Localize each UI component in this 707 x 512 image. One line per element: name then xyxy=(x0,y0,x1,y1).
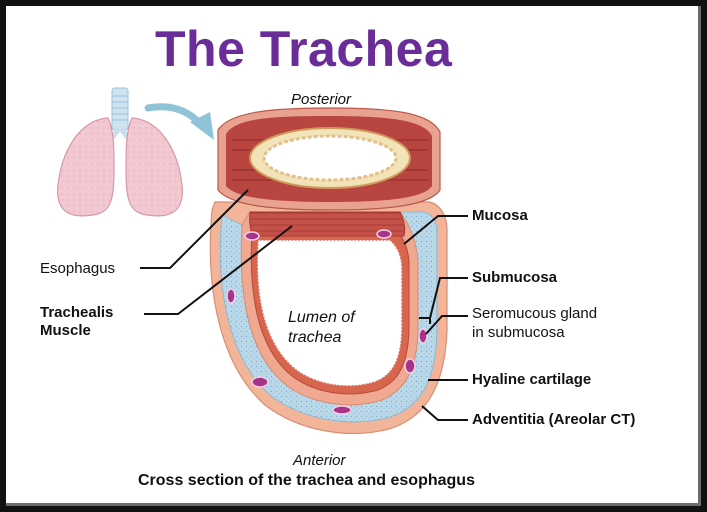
seromucous-gland xyxy=(333,406,351,414)
seromucous-gland xyxy=(419,329,427,343)
seromucous-gland xyxy=(405,359,415,373)
esophagus-label: Esophagus xyxy=(40,260,115,277)
right-lung xyxy=(126,118,182,216)
mucosa-label: Mucosa xyxy=(472,207,528,224)
adventitia-leader xyxy=(422,406,468,420)
lumen-label-line1: Lumen of xyxy=(288,309,355,327)
submucosa-label: Submucosa xyxy=(472,269,557,286)
seromucous-gland xyxy=(252,377,268,387)
diagram-title: The Trachea xyxy=(155,20,452,78)
seromucous-gland xyxy=(227,289,235,303)
seromucous-label-line2: in submucosa xyxy=(472,324,565,341)
trachea-tube xyxy=(112,88,128,130)
seromucous-gland xyxy=(245,232,259,240)
left-lung xyxy=(58,118,114,216)
seromucous-gland xyxy=(377,230,391,238)
trachealis-label-line2: Muscle xyxy=(40,322,91,339)
lumen-label-line2: trachea xyxy=(288,329,341,347)
anterior-label: Anterior xyxy=(293,452,346,469)
adventitia-label: Adventitia (Areolar CT) xyxy=(472,411,635,428)
seromucous-label-line1: Seromucous gland xyxy=(472,305,597,322)
figure-caption: Cross section of the trachea and esophag… xyxy=(138,472,475,490)
trachealis-label-line1: Trachealis xyxy=(40,304,113,321)
esophagus-lumen xyxy=(264,136,396,180)
posterior-label: Posterior xyxy=(291,91,351,108)
hyaline-cartilage-label: Hyaline cartilage xyxy=(472,371,591,388)
esophagus-cross-section xyxy=(218,108,440,210)
